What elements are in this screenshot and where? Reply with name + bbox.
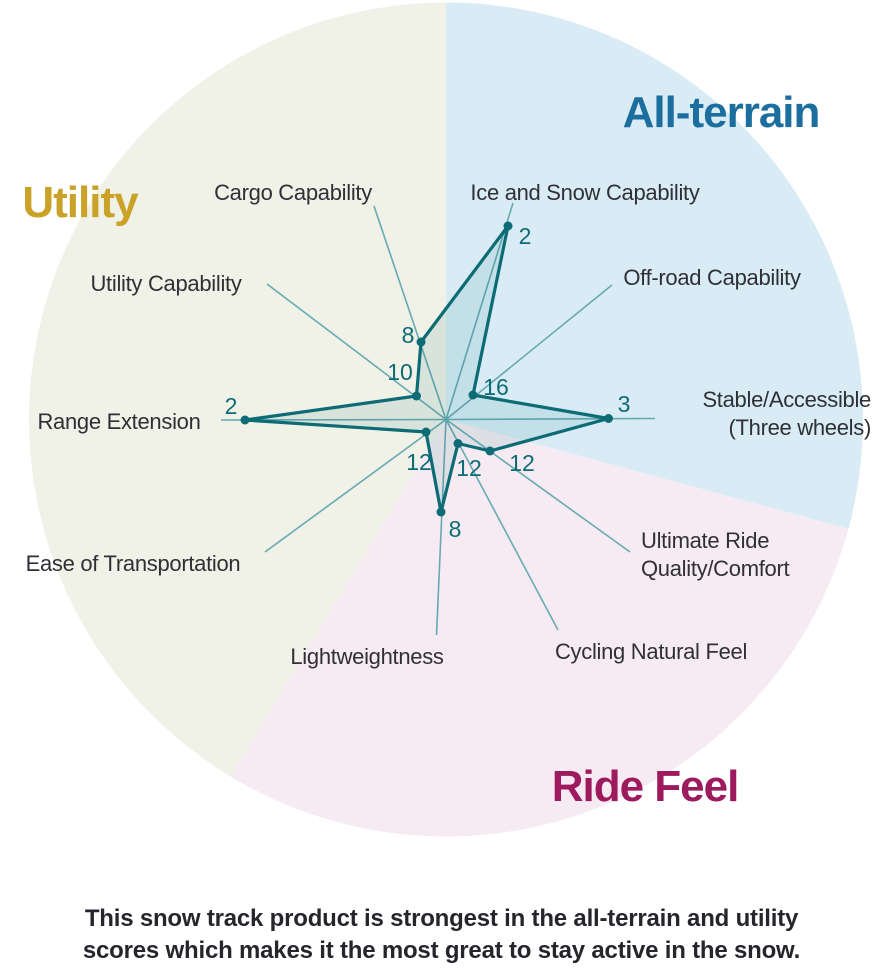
- axis-line: [373, 205, 447, 420]
- data-point: [416, 337, 426, 347]
- value-label: 3: [618, 391, 631, 417]
- data-point: [468, 390, 478, 400]
- axis-line: [445, 419, 559, 631]
- data-point: [604, 414, 613, 423]
- sector-ride-feel: [230, 419, 849, 837]
- axis-line: [445, 418, 631, 553]
- value-label: 8: [402, 322, 415, 348]
- data-point: [412, 391, 421, 401]
- radar-chart: 2 16 3 12 12 8 12 2 10 8: [28, 2, 863, 837]
- axis-line: [264, 418, 447, 553]
- data-point: [453, 439, 463, 448]
- sector-utility: [28, 2, 446, 777]
- axis-line: [445, 417, 656, 421]
- data-point: [485, 446, 495, 456]
- axis-line: [435, 419, 447, 636]
- axis-line: [445, 202, 514, 420]
- value-label: 12: [406, 449, 432, 475]
- value-label: 12: [456, 455, 482, 481]
- caption: This snow track product is strongest in …: [0, 903, 883, 967]
- value-label: 10: [387, 359, 413, 385]
- data-point: [503, 221, 513, 231]
- value-label: 12: [509, 450, 535, 476]
- data-point: [436, 507, 446, 517]
- value-label: 16: [483, 374, 509, 400]
- caption-line-1: This snow track product is strongest in …: [84, 905, 799, 932]
- value-label: 2: [519, 223, 532, 249]
- value-label: 8: [449, 516, 462, 542]
- caption-line-2: scores which makes it the most great to …: [82, 937, 801, 964]
- data-point: [421, 427, 431, 437]
- sector-all-terrain: [446, 2, 863, 529]
- value-label: 2: [225, 393, 238, 419]
- data-point: [240, 415, 250, 425]
